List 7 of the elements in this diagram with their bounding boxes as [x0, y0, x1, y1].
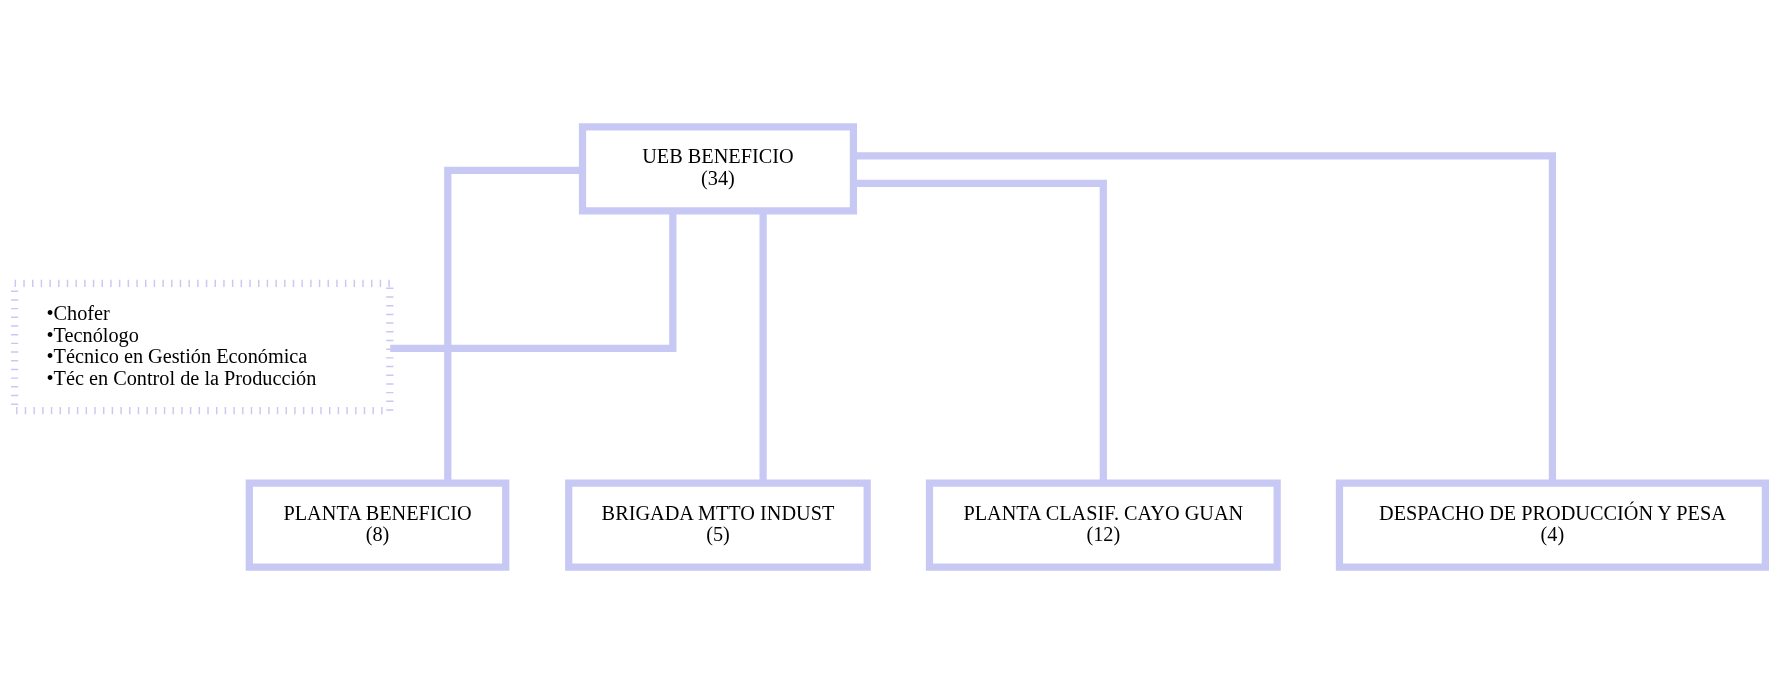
node-box: BRIGADA MTTO INDUST (5) [565, 479, 871, 571]
node-box: DESPACHO DE PRODUCCIÓN Y PESA (4) [1335, 479, 1769, 571]
connector [759, 211, 767, 483]
node-box: PLANTA BENEFICIO (8) [245, 479, 510, 571]
node-box: •Chofer •Tecnólogo •Técnico en Gestión Económica •Téc en Control de la Producción [11, 279, 394, 415]
node-box: PLANTA CLASIF. CAYO GUAN (12) [925, 479, 1281, 571]
node-box: UEB BENEFICIO (34) [578, 123, 858, 215]
